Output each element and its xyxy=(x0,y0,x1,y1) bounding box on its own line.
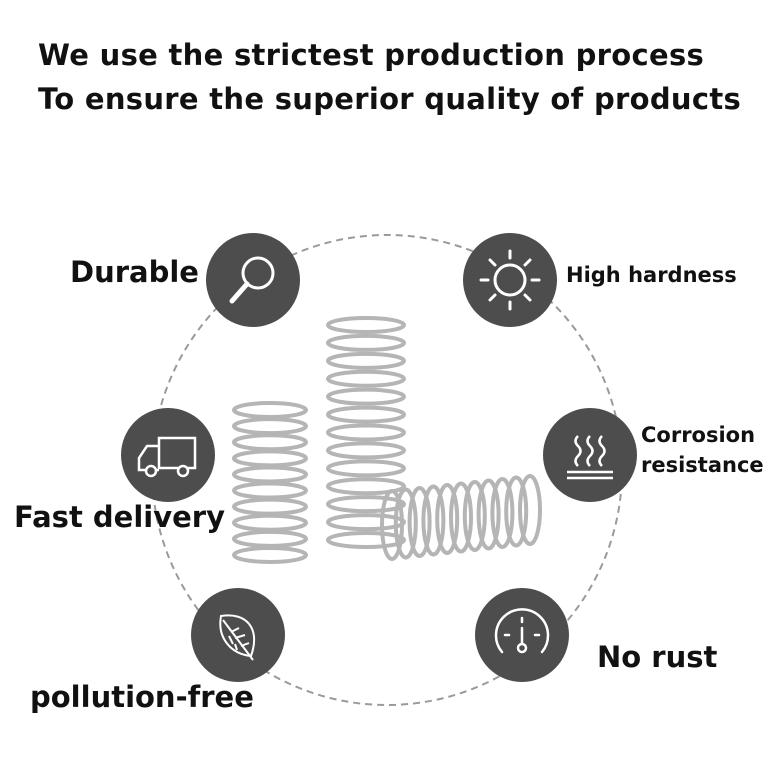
spring-coil xyxy=(326,495,406,514)
spring-coil xyxy=(326,531,406,549)
leaf-icon xyxy=(191,588,285,682)
spring-coil xyxy=(476,478,501,551)
spring-coil xyxy=(393,487,418,560)
spring-coil xyxy=(326,387,406,406)
spring-coil xyxy=(435,483,460,555)
spring-coil xyxy=(232,529,308,548)
headline-line-2: To ensure the superior quality of produc… xyxy=(38,82,742,116)
spring-coil xyxy=(504,475,529,548)
label-corrosion: Corrosion xyxy=(641,423,756,447)
spring-coil xyxy=(232,497,308,516)
spring-coil xyxy=(490,477,515,549)
spring-coil xyxy=(326,477,406,496)
spring-coil xyxy=(232,513,308,532)
spring-coil xyxy=(407,486,432,558)
label-fast-delivery: Fast delivery xyxy=(14,500,225,534)
spring-coil xyxy=(326,441,406,460)
gauge-icon xyxy=(475,588,569,682)
spring-coil xyxy=(326,513,406,532)
spring-coil xyxy=(232,433,308,452)
magnifier-icon xyxy=(206,233,300,327)
spring-coil xyxy=(326,459,406,478)
spring-coil xyxy=(449,481,473,554)
spring-coil xyxy=(326,333,406,352)
label-no-rust: No rust xyxy=(597,640,718,674)
label-resistance: resistance xyxy=(641,453,764,477)
spring-coil xyxy=(326,369,406,388)
spring-coil xyxy=(326,316,406,334)
label-durable: Durable xyxy=(70,255,199,289)
headline-line-1: We use the strictest production process xyxy=(38,38,705,72)
spring-coil xyxy=(518,474,542,546)
spring-coil xyxy=(232,417,308,436)
spring-coil xyxy=(462,480,487,552)
spring-coil xyxy=(232,449,308,468)
spring-coil xyxy=(326,423,406,442)
spring-coil xyxy=(232,481,308,500)
spring-coil xyxy=(232,546,308,564)
truck-icon xyxy=(121,408,215,502)
spring-coil xyxy=(326,405,406,424)
label-pollution-free: pollution-free xyxy=(30,680,254,714)
sun-icon xyxy=(463,233,557,327)
springs-image xyxy=(232,316,542,564)
spring-coil xyxy=(232,401,308,419)
label-high-hardness: High hardness xyxy=(566,263,737,287)
spring-coil xyxy=(380,489,404,561)
spring-coil xyxy=(421,484,446,557)
heat-waves-icon xyxy=(543,408,637,502)
spring-coil xyxy=(232,465,308,484)
spring-coil xyxy=(326,351,406,370)
